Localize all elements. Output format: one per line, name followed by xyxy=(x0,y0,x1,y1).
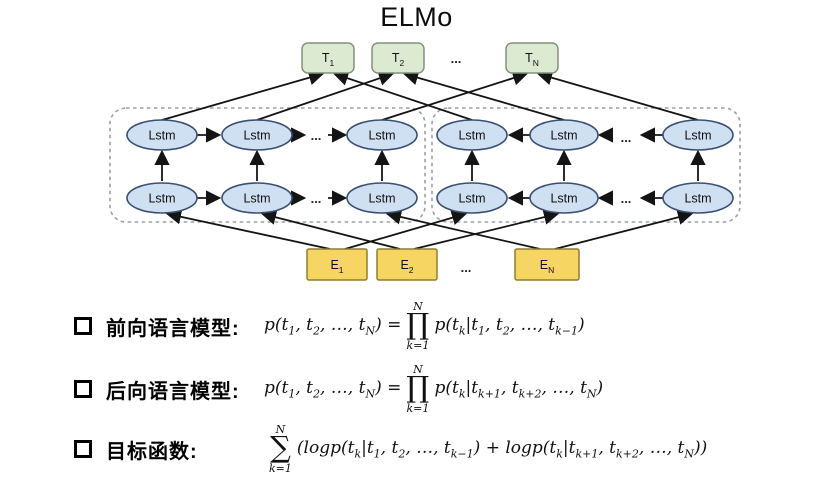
e-node-label: E1 xyxy=(330,258,343,275)
formula-lhs: p(t1, t2, …, tN) = xyxy=(264,377,402,401)
e-node-box xyxy=(306,248,368,281)
lstm-ellipse xyxy=(346,182,418,214)
lstm-label: Lstm xyxy=(243,129,270,143)
ellipsis-dots: ... xyxy=(461,260,472,275)
product-operator: N ∏ k=1 xyxy=(406,300,430,352)
arrow-line xyxy=(165,209,331,250)
node-labels: T1 T2 TN Lstm Lstm Lstm Lstm Lstm Lstm L… xyxy=(148,51,711,275)
e-node-label: E2 xyxy=(400,258,413,275)
sum-operator: N ∑ k=1 xyxy=(269,423,292,475)
lstm-label: Lstm xyxy=(368,192,395,206)
square-bullet-icon xyxy=(74,440,92,458)
e-node-boxes xyxy=(306,248,580,281)
lstm-ellipse xyxy=(529,119,599,151)
bullet-label: 目标函数: xyxy=(106,440,198,463)
lstm-label: Lstm xyxy=(458,192,485,206)
t-node-box xyxy=(371,42,425,74)
t-node-box xyxy=(505,42,559,74)
t-node-label: T1 xyxy=(322,51,335,68)
lstm-label: Lstm xyxy=(243,192,270,206)
arrow-line xyxy=(161,70,325,121)
formula-rhs: p(tk|t1, t2, …, tk−1) xyxy=(434,314,585,338)
lstm-label: Lstm xyxy=(550,192,577,206)
arrow-line xyxy=(256,70,395,121)
e-node-box xyxy=(514,248,580,281)
square-bullet-icon xyxy=(74,317,92,335)
e-node-label: EN xyxy=(540,258,554,275)
arrow-line xyxy=(344,210,468,250)
ellipsis-dots: ... xyxy=(621,130,632,145)
ellipsis-dots: ... xyxy=(311,128,322,143)
arrow-line xyxy=(554,209,694,250)
elmo-architecture-diagram: T1 T2 TN Lstm Lstm Lstm Lstm Lstm Lstm L… xyxy=(109,42,741,281)
lstm-ellipse xyxy=(346,119,418,151)
product-operator: N ∏ k=1 xyxy=(406,363,430,415)
lstm-label: Lstm xyxy=(684,129,711,143)
ellipsis-dots: ... xyxy=(451,51,462,66)
t-node-label: T2 xyxy=(392,51,405,68)
backward-lm-formula: p(t1, t2, …, tN) = N ∏ k=1 p(tk|tk+1, tk… xyxy=(264,364,603,414)
arrow-line xyxy=(413,209,560,250)
lstm-ellipse xyxy=(221,182,293,214)
ellipsis-dots: ... xyxy=(621,191,632,206)
lstm-label: Lstm xyxy=(148,129,175,143)
page-title: ELMo xyxy=(380,2,453,32)
lstm-ellipse xyxy=(436,182,508,214)
lstm-label: Lstm xyxy=(684,192,711,206)
formula-rhs: (logp(tk|t1, t2, …, tk−1) + logp(tk|tk+1… xyxy=(296,437,708,461)
lstm-ellipse xyxy=(662,119,734,151)
arrow-line xyxy=(381,70,529,121)
lstm-ellipse xyxy=(436,119,508,151)
forward-lm-formula: p(t1, t2, …, tN) = N ∏ k=1 p(tk|t1, t2, … xyxy=(264,301,585,351)
square-bullet-icon xyxy=(74,380,92,398)
bullet-label: 后向语言模型: xyxy=(106,380,240,403)
lstm-nodes xyxy=(126,119,734,214)
formula-rhs: p(tk|tk+1, tk+2, …, tN) xyxy=(434,377,604,401)
objective-formula: N ∑ k=1 (logp(tk|t1, t2, …, tk−1) + logp… xyxy=(264,424,707,474)
bullet-row-backward-lm: 后向语言模型: p(t1, t2, …, tN) = N ∏ k=1 p(tk|… xyxy=(0,358,833,420)
t-node-boxes xyxy=(301,42,559,74)
arrow-line xyxy=(402,70,565,121)
bullet-label: 前向语言模型: xyxy=(106,317,240,340)
arrow-line xyxy=(332,70,473,121)
lstm-ellipse xyxy=(126,182,198,214)
arrow-line xyxy=(536,70,699,121)
lstm-label: Lstm xyxy=(368,129,395,143)
backward-lstm-group-box xyxy=(431,107,741,223)
e-node-box xyxy=(376,248,438,281)
lstm-ellipse xyxy=(529,182,599,214)
lstm-label: Lstm xyxy=(550,129,577,143)
bullet-row-forward-lm: 前向语言模型: p(t1, t2, …, tN) = N ∏ k=1 p(tk|… xyxy=(0,293,833,359)
bullet-row-objective: 目标函数: N ∑ k=1 (logp(tk|t1, t2, …, tk−1) … xyxy=(0,418,833,480)
arrow-line xyxy=(260,209,401,250)
diagram-arrows xyxy=(154,70,706,250)
ellipsis-dots: ... xyxy=(311,191,322,206)
formula-lhs: p(t1, t2, …, tN) = xyxy=(264,314,402,338)
lstm-ellipse xyxy=(221,119,293,151)
lstm-label: Lstm xyxy=(458,129,485,143)
arrow-line xyxy=(385,209,541,250)
t-node-box xyxy=(301,42,355,74)
lstm-ellipse xyxy=(662,182,734,214)
lstm-ellipse xyxy=(126,119,198,151)
t-node-label: TN xyxy=(525,51,539,68)
lstm-label: Lstm xyxy=(148,192,175,206)
